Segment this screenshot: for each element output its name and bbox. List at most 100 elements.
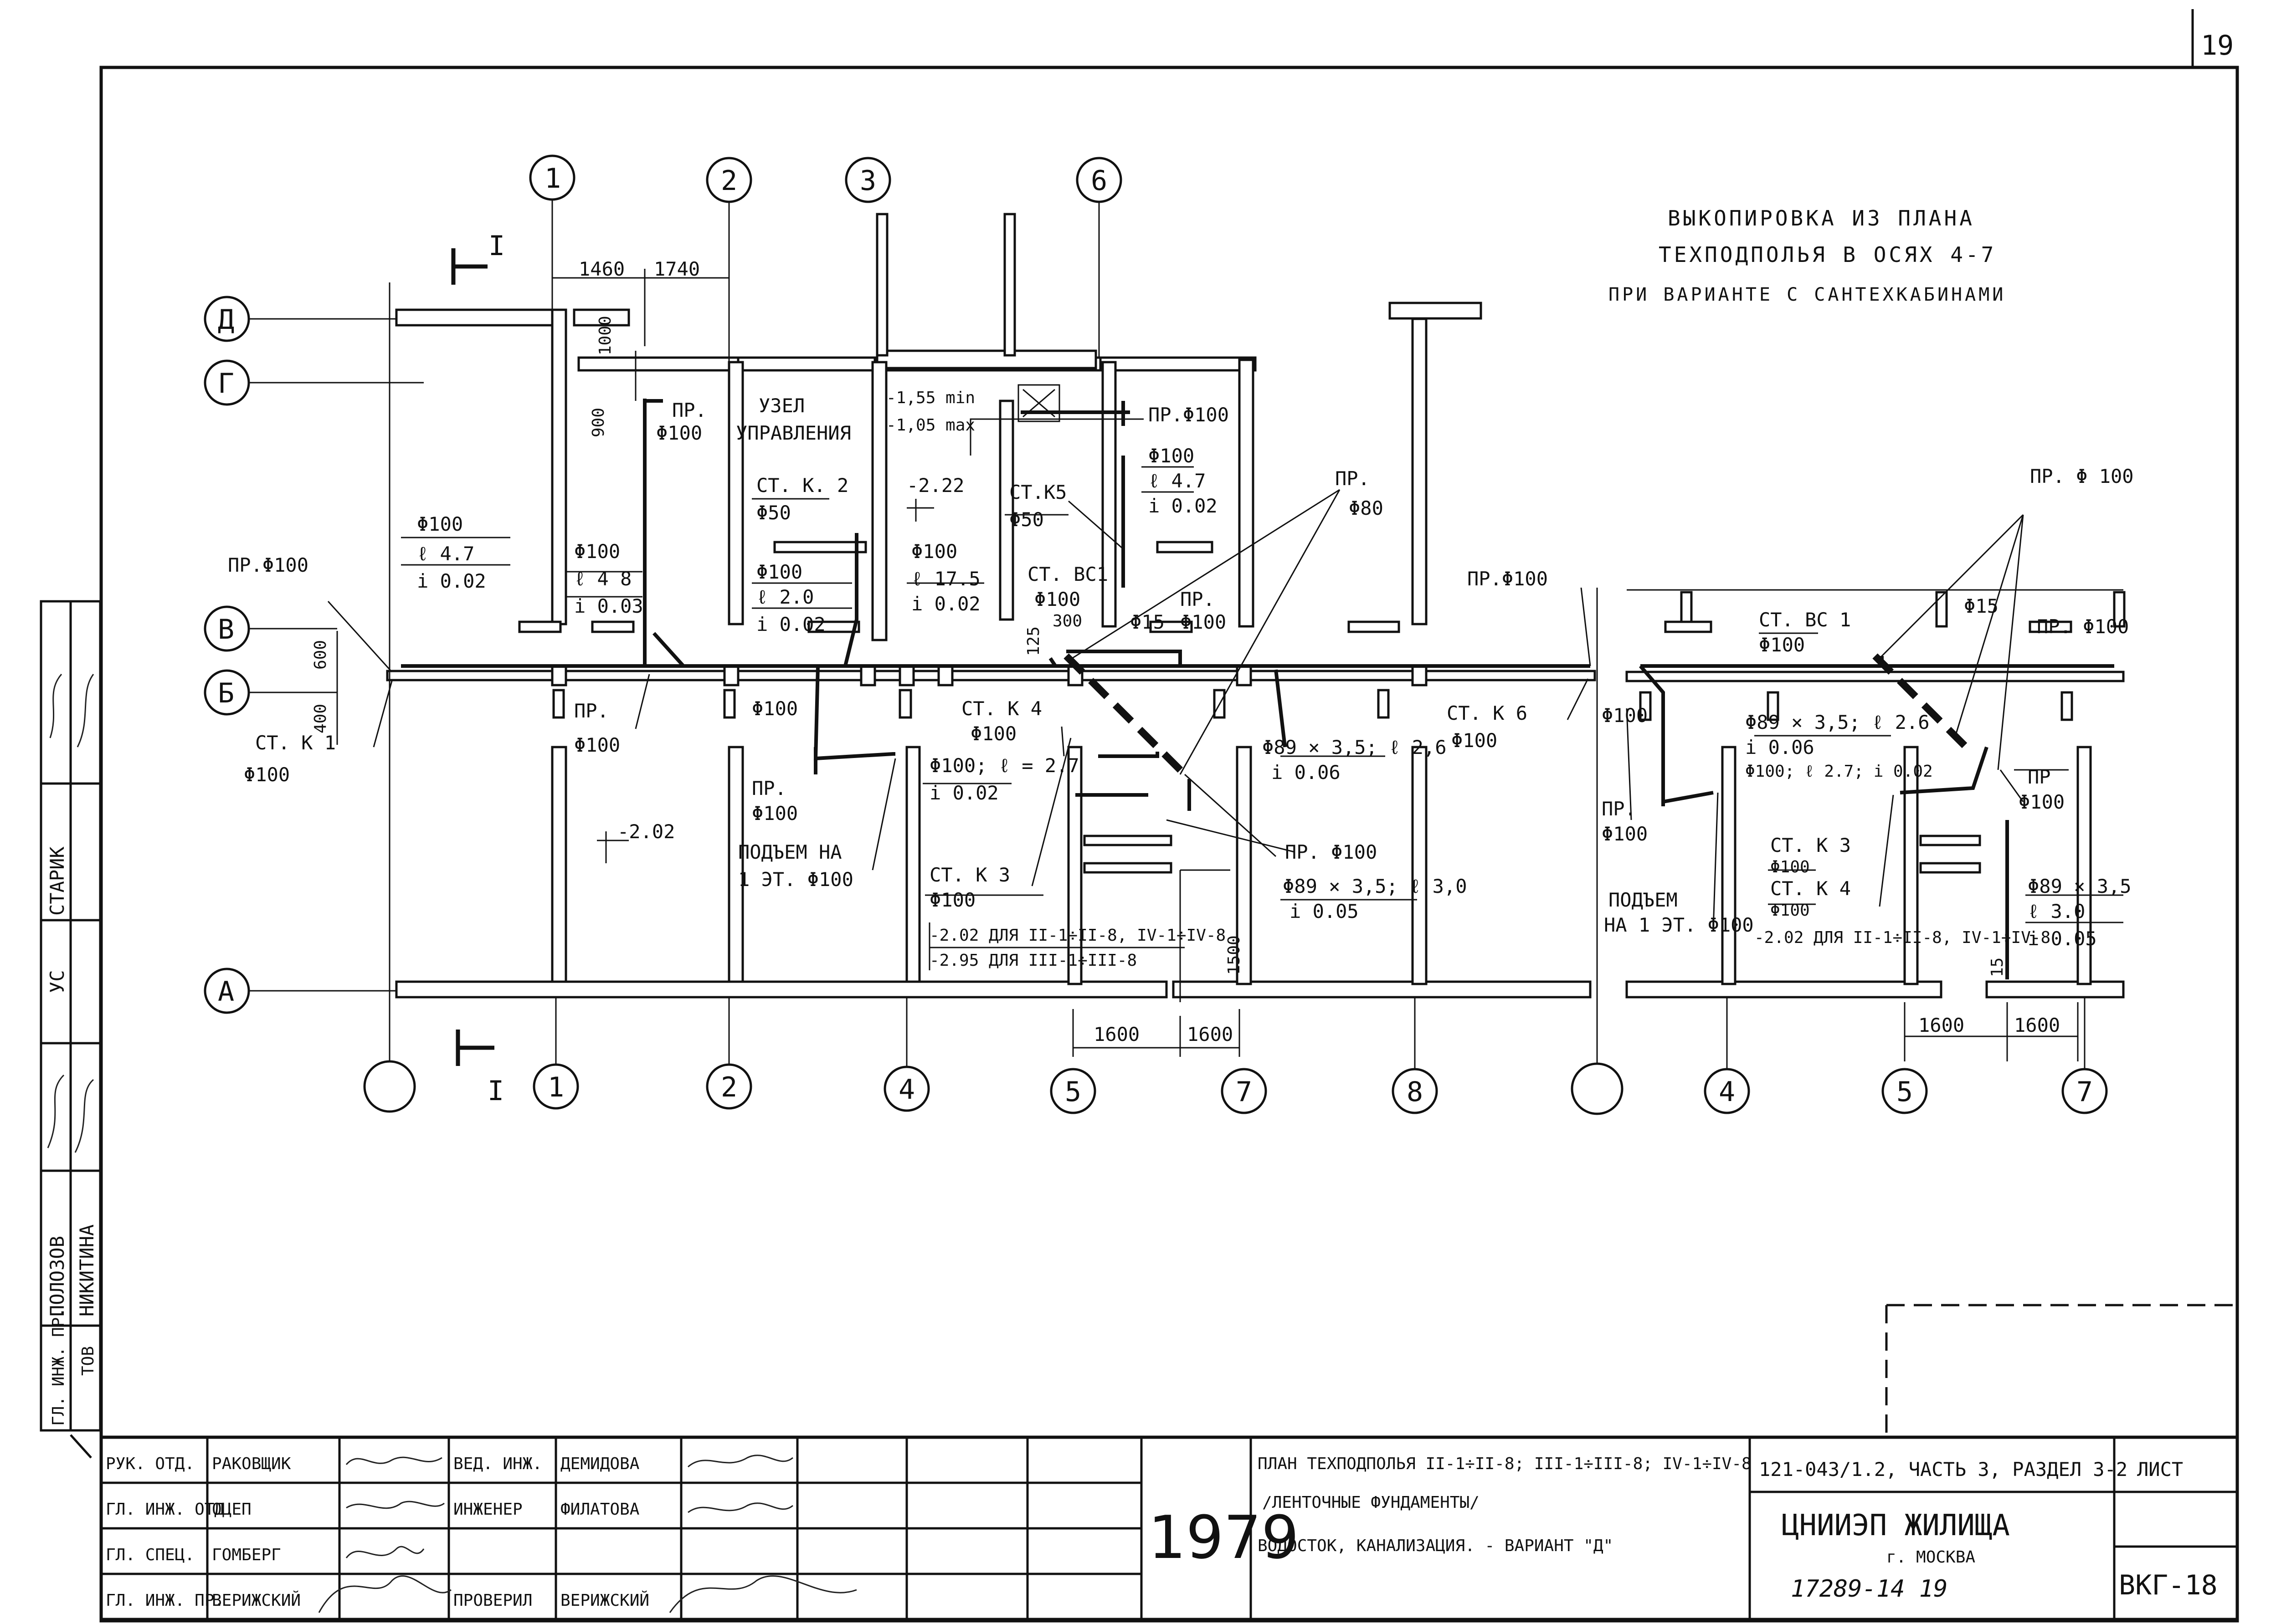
section-mark-label-bottom: I <box>488 1075 504 1107</box>
left-approval-strip: СТАРИК УС ПОЛОЗОВ НИКИТИНА ГЛ. ИНЖ. ПР. … <box>40 600 102 1459</box>
axis-row-a: А <box>218 976 234 1008</box>
lbl-f100-g: Φ100 <box>1180 611 1226 633</box>
lbl-st-k4: СТ. К 4 <box>961 697 1042 720</box>
lbl-pr-4: ПР. <box>574 700 609 722</box>
strip-gl-inzh-pr: ГЛ. ИНЖ. ПР. <box>49 1307 68 1426</box>
lbl-f50-a: Φ50 <box>756 502 791 524</box>
tb-name-0: РАКОВЩИК <box>212 1455 291 1473</box>
lbl-i002-e: i 0.02 <box>930 782 999 804</box>
dim-300: 300 <box>1053 612 1082 630</box>
lbl-i002-d: i 0.02 <box>911 593 981 615</box>
axis-top-2: 2 <box>721 165 737 197</box>
axis-row-b: Б <box>218 677 234 709</box>
axis-bottom-5: 5 <box>1065 1076 1081 1108</box>
axis-top-3: 3 <box>860 165 876 197</box>
axis-bottom-1: 1 <box>548 1071 564 1103</box>
rlbl-pr: ПР <box>2028 766 2051 788</box>
lbl-f100-e27: Φ100; ℓ = 2.7 <box>930 754 1079 777</box>
rlbl-st-k3: СТ. К 3 <box>1770 834 1851 856</box>
lbl-i002-b: i 0.02 <box>417 570 486 592</box>
main-plan-labels: 1460 1740 1000 900 600 400 125 300 1500 … <box>228 258 1548 1045</box>
lbl-lvl-295-note: -2.95 ДЛЯ III-1÷III-8 <box>930 951 1137 970</box>
rlbl-f15: Φ15 <box>1964 595 1999 617</box>
lbl-st-k1: СТ. К 1 <box>255 732 336 754</box>
lbl-i005: i 0.05 <box>1290 900 1359 922</box>
lbl-e175: ℓ 17.5 <box>911 568 981 590</box>
lbl-f100-d: Φ100 <box>756 561 802 583</box>
rlbl-podem-1: ПОДЪЕМ <box>1608 889 1678 911</box>
tb-name-1: ОЦЕП <box>212 1500 252 1519</box>
lbl-podem-1: ПОДЪЕМ НА <box>738 841 842 863</box>
rlbl-st-vs1: СТ. ВС 1 <box>1759 609 1851 631</box>
lbl-f50-b: Φ50 <box>1009 508 1044 531</box>
lbl-pr-f100-left: ПР.Φ100 <box>228 554 308 576</box>
dim-1600-a: 1600 <box>1094 1023 1140 1045</box>
lbl-f100-e: Φ100 <box>911 540 957 563</box>
tb-role2-0: ВЕД. ИНЖ. <box>453 1455 542 1473</box>
section-mark-label-top: I <box>488 230 505 262</box>
rlbl-i005: i 0.05 <box>2028 927 2097 950</box>
rlbl-f100-f: Φ100 <box>1770 901 1810 920</box>
strip-starik: СТАРИК <box>46 846 68 916</box>
rlbl-i006: i 0.06 <box>1745 736 1814 758</box>
tb-sheet-label: ЛИСТ <box>2137 1458 2183 1481</box>
lbl-lvl-202-note: -2.02 ДЛЯ II-1÷II-8, IV-1÷IV-8 <box>930 926 1226 945</box>
lbl-pr-5: ПР. <box>752 777 786 799</box>
dim-125: 125 <box>1024 626 1043 656</box>
heading-line-2: ТЕХПОДПОЛЬЯ В ОСЯХ 4-7 <box>1659 242 1996 267</box>
lbl-f89-30: Φ89 × 3,5; ℓ 3,0 <box>1283 875 1467 897</box>
rlbl-f100-d: Φ100 <box>1602 823 1648 845</box>
lbl-level-202: -2.02 <box>617 820 675 843</box>
tb-project: 121-043/1.2, ЧАСТЬ 3, РАЗДЕЛ 3-2 <box>1759 1458 2127 1481</box>
main-plan <box>248 200 1598 1061</box>
lbl-i003: i 0.03 <box>574 595 643 617</box>
lbl-f100-1: Φ100 <box>656 422 702 444</box>
lbl-f100-k: Φ100 <box>971 722 1017 745</box>
lbl-st-k3: СТ. К 3 <box>930 864 1010 886</box>
lbl-pr-f100-right: ПР.Φ100 <box>1467 568 1548 590</box>
lbl-pr-3: ПР. <box>1180 588 1215 610</box>
lbl-f15: Φ15 <box>1130 611 1165 633</box>
rdim-1600-c: 1600 <box>1918 1014 1964 1036</box>
lbl-level-105: -1,05 max <box>886 416 975 435</box>
axis-bottom-7: 7 <box>1236 1076 1252 1108</box>
axis-bottom-8: 8 <box>1407 1076 1423 1108</box>
strip-tov: ТОВ <box>79 1346 98 1376</box>
tb-year: 1979 <box>1148 1503 1299 1572</box>
rlbl-f89-26: Φ89 × 3,5; ℓ 2.6 <box>1745 711 1930 733</box>
lbl-e47-a: ℓ 4.7 <box>1148 470 1206 492</box>
lbl-podem-2: 1 ЭТ. Φ100 <box>738 868 853 891</box>
lbl-i006: i 0.06 <box>1271 761 1341 784</box>
tb-signature-1 <box>346 1501 445 1509</box>
dim-1500: 1500 <box>1225 935 1243 975</box>
lbl-f100-h: Φ100 <box>574 734 620 756</box>
tb-signature-6 <box>669 1575 857 1613</box>
strip-us: УС <box>46 970 68 993</box>
tb-name-2: ГОМБЕРГ <box>212 1546 281 1564</box>
rlbl-st-k4: СТ. К 4 <box>1770 877 1851 900</box>
rdim-1600-d: 1600 <box>2014 1014 2060 1036</box>
lbl-pr-2: ПР. <box>1335 467 1370 490</box>
dim-900: 900 <box>589 408 608 437</box>
lbl-f100-n: Φ100 <box>930 889 976 911</box>
lbl-f100-b: Φ100 <box>417 513 463 535</box>
rlbl-f100-e27: Φ100; ℓ 2.7; i 0.02 <box>1745 762 1933 781</box>
tb-title-3: ВОДОСТОК, КАНАЛИЗАЦИЯ. - ВАРИАНТ "Д" <box>1258 1537 1613 1555</box>
axis-bubbles: 1 2 3 6 Д Г В Б А 1 2 4 5 7 8 4 5 7 <box>204 154 2108 1115</box>
lbl-e48: ℓ 4 8 <box>574 568 632 590</box>
lbl-st-k5: СТ.К5 <box>1009 481 1067 503</box>
lbl-uzel: УЗЕЛ <box>759 394 805 417</box>
heading-line-1: ВЫКОПИРОВКА ИЗ ПЛАНА <box>1668 206 1975 231</box>
tb-role2-1: ИНЖЕНЕР <box>453 1500 523 1519</box>
strip-signature-2 <box>47 1074 94 1153</box>
dim-1460: 1460 <box>579 258 625 280</box>
tb-title-1: ПЛАН ТЕХПОДПОЛЬЯ II-1÷II-8; III-1÷III-8;… <box>1258 1455 1752 1473</box>
dim-1600-b: 1600 <box>1187 1023 1233 1045</box>
axis-bottom-right-7: 7 <box>2076 1076 2093 1108</box>
lbl-f89-26: Φ89 × 3,5; ℓ 2,6 <box>1262 736 1447 758</box>
tb-name-3: ВЕРИЖСКИЙ <box>212 1591 301 1610</box>
lbl-st-k2: СТ. К. 2 <box>756 474 848 497</box>
rdim-15: 15 <box>1988 958 2007 977</box>
strip-polozov: ПОЛОЗОВ <box>46 1236 68 1317</box>
